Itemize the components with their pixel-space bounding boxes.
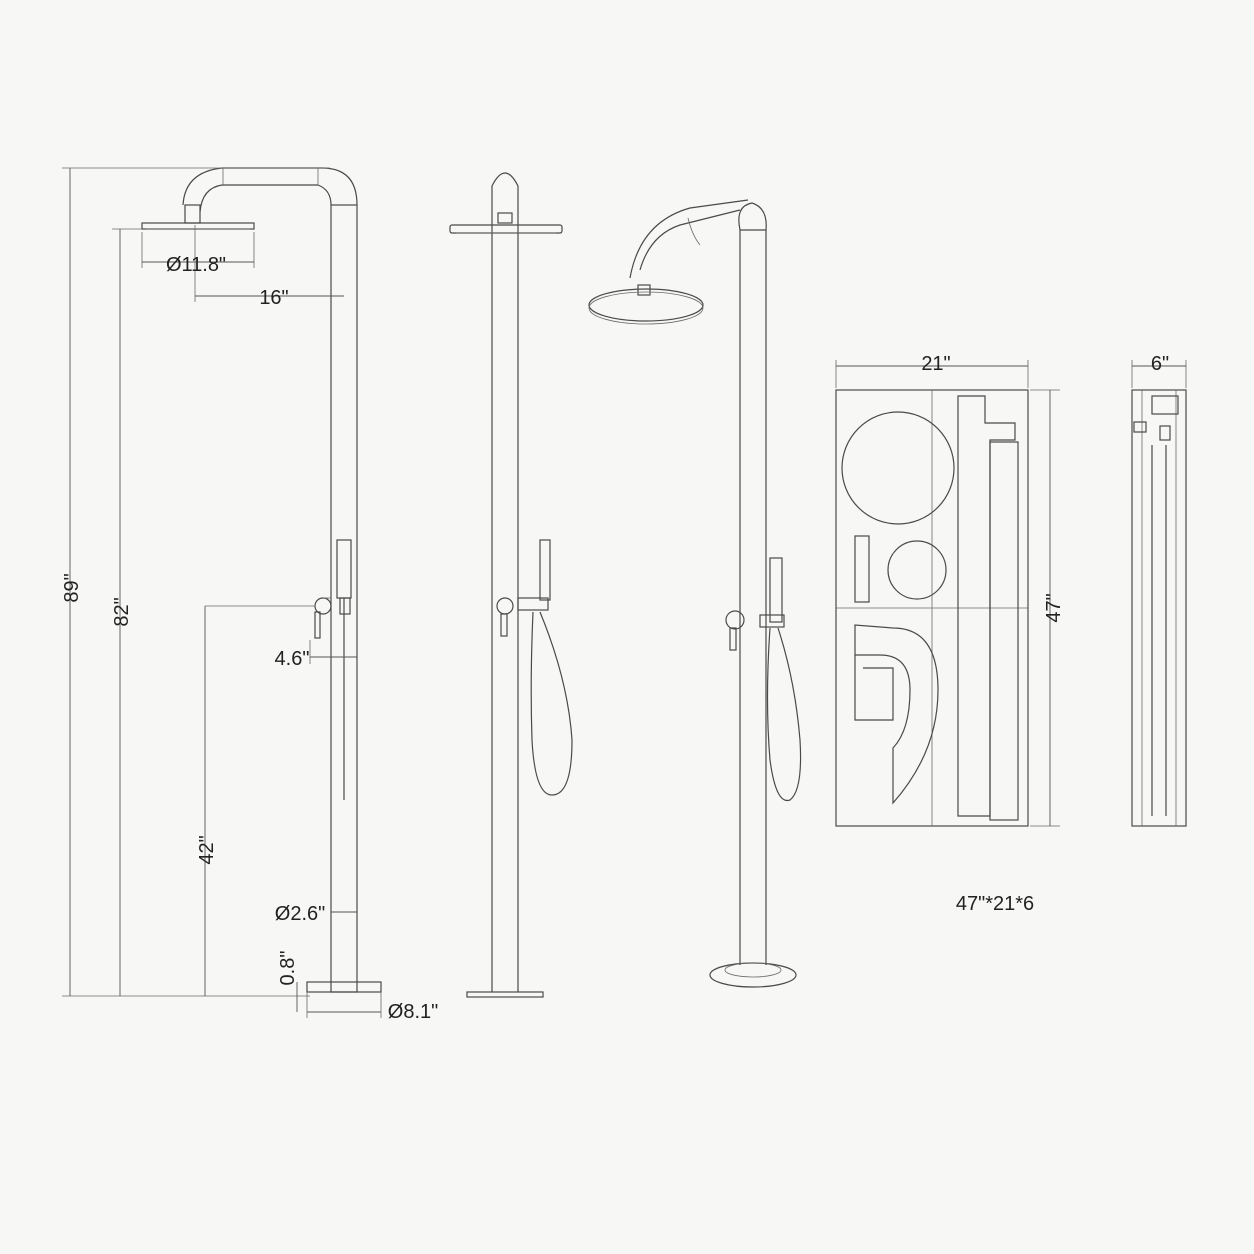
side-view xyxy=(449,172,573,998)
dim-valve-height: 42" xyxy=(196,835,218,864)
dim-head-height: 82" xyxy=(111,597,133,626)
package-front: 21" 47" 47"*21*6 xyxy=(835,353,1065,915)
package-width: 21" xyxy=(921,353,950,375)
dim-total-height: 89" xyxy=(61,573,83,602)
perspective-view xyxy=(588,199,802,988)
dim-base-diameter: Ø8.1" xyxy=(388,1001,438,1023)
dim-head-diameter: Ø11.8" xyxy=(166,254,226,276)
package-depth: 6" xyxy=(1151,353,1169,375)
front-view-dimensioned: 89" 82" 42" Ø11.8" 16" 4.6" Ø2.6" 0.8" Ø… xyxy=(61,167,438,1023)
package-height: 47" xyxy=(1043,593,1065,622)
package-side: 6" xyxy=(1131,353,1187,827)
dim-valve-offset: 4.6" xyxy=(275,648,310,670)
dim-arm-reach: 16" xyxy=(259,287,288,309)
dim-base-thickness: 0.8" xyxy=(277,951,299,986)
dim-pipe-diameter: Ø2.6" xyxy=(275,903,325,925)
package-size-label: 47"*21*6 xyxy=(956,893,1034,915)
